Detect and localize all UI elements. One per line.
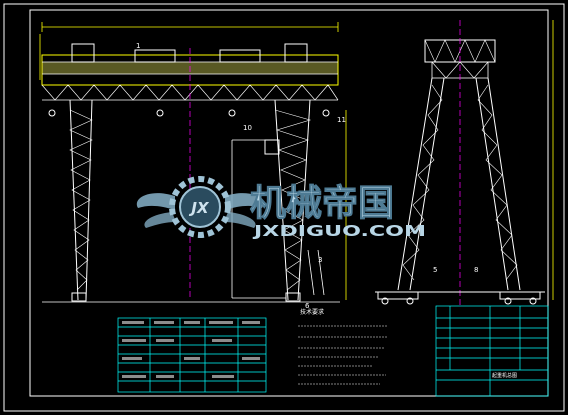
watermark: JX 机械帝国 JXDIGUO.COM: [136, 176, 426, 240]
callout-10: 10: [243, 124, 252, 132]
side-view: [375, 20, 554, 305]
title-block: [435, 305, 549, 397]
parameter-table: [117, 317, 267, 393]
technical-notes: 技术要求: [298, 308, 388, 385]
logo-letters: JX: [188, 199, 210, 217]
front-view: [39, 22, 347, 303]
callout-5: 5: [433, 266, 437, 274]
callout-labels: 1 10 11 3 6 5 8: [136, 42, 478, 310]
parameter-table-fills: [122, 321, 260, 378]
brand-url: JXDIGUO.COM: [253, 222, 426, 240]
callout-3: 3: [318, 256, 322, 264]
title-block-label: 起重机总图: [492, 372, 517, 379]
callout-1: 1: [136, 42, 140, 50]
outer-frame: [3, 3, 565, 412]
callout-6: 6: [305, 302, 310, 310]
brand-cn: 机械帝国: [250, 183, 394, 224]
gear-icon: [169, 176, 231, 238]
callout-8: 8: [474, 266, 478, 274]
notes-title: 技术要求: [300, 308, 324, 316]
callout-11: 11: [337, 116, 346, 124]
inner-frame: [29, 9, 549, 397]
